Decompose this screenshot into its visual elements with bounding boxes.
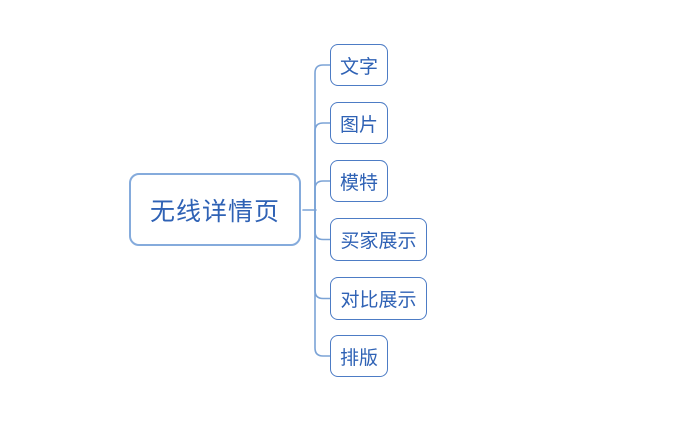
child-node-buyer-show[interactable]: 买家展示: [330, 218, 427, 261]
branch-to-text: [314, 64, 332, 211]
root-node[interactable]: 无线详情页: [129, 173, 301, 246]
branch-to-model: [314, 180, 332, 211]
branch-to-buyer-show: [314, 209, 332, 241]
child-node-label: 买家展示: [340, 231, 417, 252]
child-node-model[interactable]: 模特: [330, 160, 388, 202]
child-node-image[interactable]: 图片: [330, 102, 388, 144]
child-node-label: 图片: [339, 114, 378, 136]
child-node-label: 模特: [339, 172, 378, 194]
root-node-label: 无线详情页: [149, 197, 280, 226]
branch-to-image: [314, 122, 332, 211]
branch-to-compare-show: [314, 209, 332, 300]
child-node-label: 文字: [339, 56, 378, 78]
child-node-text[interactable]: 文字: [330, 44, 388, 86]
child-node-label: 对比展示: [340, 290, 417, 311]
branch-to-layout: [314, 209, 332, 357]
child-node-label: 排版: [339, 347, 378, 369]
child-node-compare-show[interactable]: 对比展示: [330, 277, 427, 320]
child-node-layout[interactable]: 排版: [330, 335, 388, 377]
